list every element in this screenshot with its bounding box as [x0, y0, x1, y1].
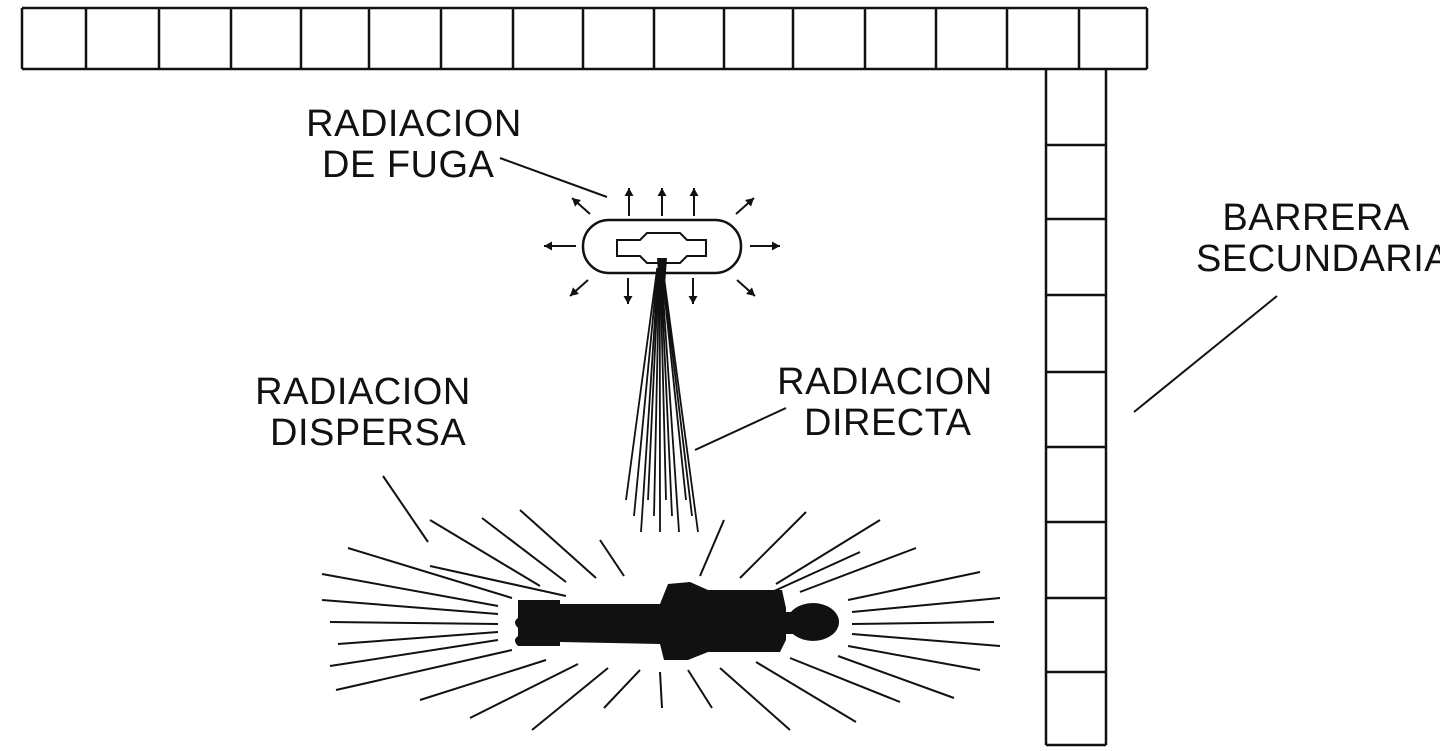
scatter-ray	[699, 519, 725, 577]
label-directa-line2: DIRECTA	[804, 402, 972, 444]
label-directa-line1: RADIACION	[777, 361, 993, 403]
label-leader-lines	[382, 157, 1278, 543]
scatter-ray	[347, 547, 513, 599]
scatter-ray	[789, 657, 901, 703]
leader-barrera	[1133, 295, 1278, 413]
label-dispersa-line2: DISPERSA	[270, 412, 467, 454]
label-fuga-line1: RADIACION	[306, 103, 522, 145]
leader-fuga	[499, 157, 608, 198]
scatter-ray	[335, 649, 513, 691]
beam-ray	[659, 267, 673, 517]
leak-arrow-head	[746, 287, 755, 296]
scatter-ray	[469, 663, 579, 719]
scatter-ray	[481, 517, 567, 583]
label-barrera-line2: SECUNDARIA	[1196, 238, 1440, 280]
scatter-ray	[321, 599, 499, 615]
scatter-ray	[419, 659, 547, 701]
direct-radiation-beam	[625, 258, 699, 533]
label-barrera-secundaria: BARRERA SECUNDARIA	[1196, 197, 1440, 280]
leak-arrow-head	[772, 241, 780, 251]
beam-ray	[661, 267, 693, 517]
scatter-ray	[755, 661, 857, 723]
label-radiacion-dispersa: RADIACION DISPERSA	[252, 372, 474, 454]
leader-dispersa	[382, 475, 429, 543]
secondary-barrier-wall	[1044, 69, 1108, 747]
label-radiacion-directa: RADIACION DIRECTA	[774, 362, 996, 444]
x-ray-tube-icon	[544, 188, 780, 304]
leak-arrow-head	[657, 188, 667, 196]
label-radiacion-de-fuga: RADIACION DE FUGA	[300, 104, 528, 186]
leak-arrow-head	[570, 287, 579, 296]
scatter-ray	[739, 511, 807, 579]
scatter-ray	[329, 639, 499, 667]
label-fuga-line2: DE FUGA	[322, 144, 495, 186]
scatter-ray	[659, 671, 663, 709]
leak-arrow-head	[688, 296, 698, 304]
scatter-ray	[603, 669, 641, 709]
beam-ray	[640, 267, 660, 533]
scatter-ray	[337, 631, 499, 645]
beam-ray	[659, 267, 667, 501]
patient-silhouette-icon	[515, 582, 839, 660]
scatter-ray	[599, 539, 625, 577]
scatter-ray	[519, 509, 597, 579]
beam-ray	[633, 267, 659, 517]
leak-arrow-head	[544, 241, 552, 251]
scatter-ray	[799, 547, 917, 593]
scatter-ray	[719, 667, 791, 731]
scatter-ray	[851, 597, 1001, 613]
scatter-ray	[771, 551, 861, 593]
beam-ray	[647, 267, 660, 501]
scatter-ray	[687, 669, 713, 709]
beam-ray	[653, 267, 661, 517]
scatter-ray	[429, 519, 541, 587]
scatter-ray	[329, 621, 499, 625]
label-dispersa-line1: RADIACION	[255, 371, 471, 413]
leak-arrow-head	[624, 188, 634, 196]
beam-ray	[660, 267, 680, 533]
beam-ray	[625, 267, 659, 501]
scatter-ray	[321, 573, 499, 607]
scatter-ray	[847, 571, 981, 601]
leak-arrow-head	[623, 296, 633, 304]
scatter-ray	[531, 667, 609, 731]
top-barrier-wall	[20, 6, 1149, 71]
scatter-ray	[775, 519, 881, 585]
leak-arrow-head	[689, 188, 699, 196]
scatter-ray	[847, 645, 981, 671]
label-barrera-line1: BARRERA	[1222, 197, 1410, 239]
scatter-ray	[851, 633, 1001, 647]
beam-ray	[661, 267, 699, 533]
scatter-ray	[429, 565, 567, 597]
leakage-radiation-arrows	[544, 188, 780, 304]
leak-arrow-head	[745, 198, 754, 207]
leak-arrow-head	[572, 198, 581, 207]
scattered-radiation-rays	[321, 509, 1001, 731]
beam-ray	[660, 267, 687, 501]
scatter-ray	[851, 621, 995, 625]
scatter-ray	[837, 655, 955, 699]
leader-directa	[694, 407, 787, 451]
